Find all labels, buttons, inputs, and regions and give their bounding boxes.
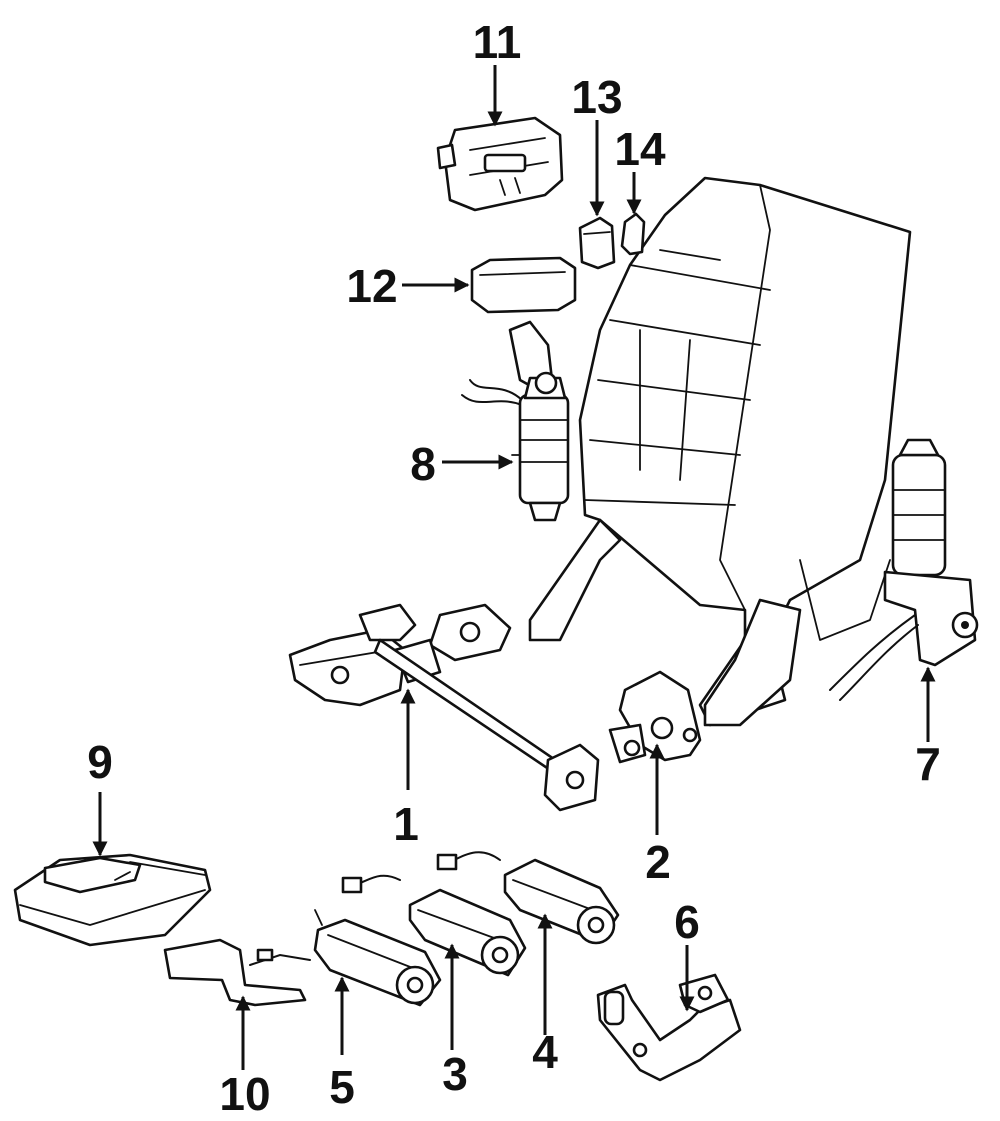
callout-11: 11: [473, 16, 522, 68]
callout-7: 7: [915, 738, 941, 790]
callout-10: 10: [219, 1068, 270, 1120]
part-9-control-module: [13, 853, 212, 947]
part-13-knob: [578, 216, 616, 270]
part-5-motor: [313, 909, 442, 1007]
part-10-wiring-bracket: [163, 938, 311, 1007]
part-1-adjuster-shaft: [288, 603, 600, 812]
part-12-switch-cover: [470, 256, 577, 314]
part-14-knob: [620, 212, 646, 256]
part-3-motor: [341, 874, 527, 977]
callout-3: 3: [442, 1048, 468, 1100]
callout-1: 1: [393, 798, 419, 850]
part-11-switch-housing: [436, 116, 564, 212]
callout-8: 8: [410, 438, 436, 490]
leader-lines: [92, 65, 936, 1070]
part-8-motor: [461, 320, 570, 522]
seat-back-frame: [528, 176, 912, 727]
callout-13: 13: [571, 71, 622, 123]
part-7-motor-bracket: [829, 438, 979, 701]
callout-6: 6: [674, 896, 700, 948]
callout-14: 14: [614, 123, 666, 175]
callout-12: 12: [346, 260, 397, 312]
callout-2: 2: [645, 836, 671, 888]
part-4-motor: [436, 851, 620, 945]
callout-9: 9: [87, 736, 113, 788]
callout-5: 5: [329, 1061, 355, 1113]
part-2-gear-bracket: [608, 670, 702, 764]
part-6-bracket: [596, 973, 742, 1082]
callout-numbers: 11 13 14 12 8 1 2 7 9 10 5 3 4 6: [87, 16, 941, 1120]
callout-4: 4: [532, 1026, 558, 1078]
